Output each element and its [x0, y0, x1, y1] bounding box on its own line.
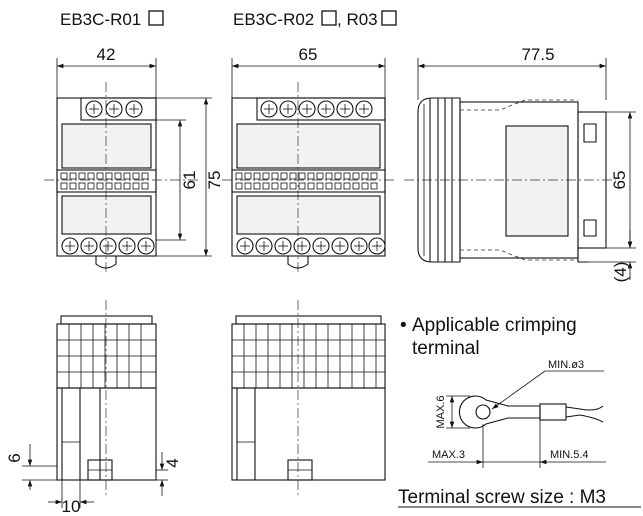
front-view-r02	[222, 82, 396, 272]
placeholder-square-icon	[148, 10, 164, 26]
dimension-75: 75	[156, 97, 224, 257]
dimension-4-rail: (4)	[588, 230, 636, 282]
dim-4-label: 4	[163, 458, 182, 467]
crimp-title-line1: Applicable crimping	[412, 315, 577, 336]
dimension-4-bottom: 4	[156, 452, 182, 496]
dimension-65-width: 65	[231, 45, 386, 98]
dimension-42: 42	[56, 45, 157, 98]
side-view	[404, 97, 616, 263]
dim-65-rail-label: 65	[610, 171, 629, 190]
placeholder-square-icon	[321, 10, 337, 26]
dim-4-rail-label: (4)	[611, 262, 630, 283]
dimension-65-rail: 65	[606, 111, 636, 249]
dimension-10: 10	[48, 480, 94, 516]
dimension-77-5: 77.5	[417, 45, 607, 100]
dimension-61: 61	[156, 119, 199, 241]
terminal-screw-icon	[260, 100, 373, 118]
max6-label: MAX.6	[435, 395, 447, 428]
title-r01: EB3C-R01	[60, 10, 141, 29]
max3-label: MAX.3	[432, 449, 465, 461]
dim-65-label: 65	[299, 45, 318, 64]
dim-77-5-label: 77.5	[521, 45, 554, 64]
dim-10-label: 10	[62, 497, 81, 516]
terminal-screw-icon	[61, 237, 155, 255]
title-r03: , R03	[337, 10, 378, 29]
min-dia-label: MIN.ø3	[548, 359, 584, 371]
title-r02: EB3C-R02	[233, 10, 314, 29]
terminal-screw-icon	[85, 100, 143, 118]
dimension-6: 6	[5, 444, 57, 490]
bottom-view-r01	[56, 300, 157, 496]
bottom-view-r02	[231, 300, 386, 496]
crimp-terminal-drawing: MIN.ø3 MAX.6 MAX.3 MIN.5.4	[428, 359, 606, 468]
dim-75-label: 75	[205, 171, 224, 190]
terminal-screw-icon	[236, 237, 386, 255]
bullet: •	[400, 315, 407, 336]
crimp-terminal-note: • Applicable crimping terminal	[400, 315, 577, 359]
crimp-title-line2: terminal	[412, 338, 480, 359]
screw-size-note: Terminal screw size : M3	[398, 487, 606, 508]
min5-4-label: MIN.5.4	[550, 449, 589, 461]
dim-61-label: 61	[180, 171, 199, 190]
front-view-r01	[44, 82, 200, 272]
placeholder-square-icon	[381, 10, 397, 26]
dim-6-label: 6	[5, 453, 24, 462]
dim-42-label: 42	[97, 45, 116, 64]
